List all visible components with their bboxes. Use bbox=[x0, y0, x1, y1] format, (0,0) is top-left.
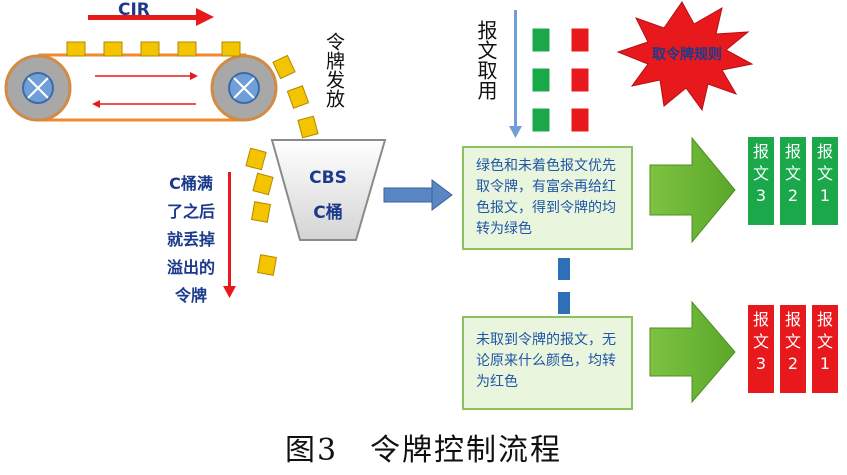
message-char: 报 bbox=[784, 310, 801, 329]
connector-squares bbox=[558, 258, 570, 314]
fetch-label: 报文取用 bbox=[474, 20, 498, 100]
red-rule-box: 未取到令牌的报文，无论原来什么颜色，均转为红色 bbox=[462, 316, 633, 410]
message-char: 文 bbox=[816, 332, 833, 351]
green-rule-box: 绿色和未着色报文优先取令牌，有富余再给红色报文，得到令牌的均转为绿色 bbox=[462, 146, 633, 250]
rule-badge-label: 取令牌规则 bbox=[652, 47, 722, 63]
message-number: 2 bbox=[787, 354, 799, 373]
figure-caption: 图3 令牌控制流程 bbox=[284, 433, 563, 468]
message-number: 3 bbox=[755, 354, 767, 373]
rule-starburst bbox=[616, 1, 754, 112]
message-number: 1 bbox=[819, 186, 831, 205]
overflow-note: C桶满了之后就丢掉溢出的令牌 bbox=[166, 174, 215, 305]
token-issue-label: 令牌发放 bbox=[323, 32, 345, 108]
green-message-1: 报 文 1 bbox=[811, 136, 839, 226]
token-bucket-diagram bbox=[4, 1, 754, 404]
message-char: 报 bbox=[752, 142, 769, 161]
cir-label: CIR bbox=[118, 0, 150, 20]
message-char: 报 bbox=[816, 310, 833, 329]
message-char: 报 bbox=[752, 310, 769, 329]
cbs-bucket bbox=[270, 139, 387, 241]
falling-tokens bbox=[245, 54, 319, 276]
bucket-label-cbs: CBS bbox=[309, 168, 347, 188]
message-char: 文 bbox=[752, 164, 769, 183]
green-message-2: 报 文 2 bbox=[779, 136, 807, 226]
green-message-3: 报 文 3 bbox=[747, 136, 775, 226]
message-squares bbox=[531, 27, 590, 133]
message-char: 报 bbox=[816, 142, 833, 161]
red-message-1: 报 文 1 bbox=[811, 304, 839, 394]
green-arrows bbox=[649, 136, 736, 404]
message-char: 报 bbox=[784, 142, 801, 161]
conveyor-belt bbox=[4, 53, 278, 122]
message-number: 3 bbox=[755, 186, 767, 205]
cir-arrow bbox=[88, 8, 214, 26]
message-number: 1 bbox=[819, 354, 831, 373]
message-char: 文 bbox=[816, 164, 833, 183]
blue-arrow bbox=[383, 179, 453, 211]
message-char: 文 bbox=[784, 332, 801, 351]
red-message-3: 报 文 3 bbox=[747, 304, 775, 394]
message-number: 2 bbox=[787, 186, 799, 205]
fetch-arrow bbox=[509, 10, 522, 138]
message-char: 文 bbox=[784, 164, 801, 183]
message-char: 文 bbox=[752, 332, 769, 351]
belt-tokens bbox=[66, 41, 241, 57]
overflow-arrow bbox=[223, 172, 236, 298]
red-message-2: 报 文 2 bbox=[779, 304, 807, 394]
bucket-label-c: C桶 bbox=[313, 203, 343, 223]
